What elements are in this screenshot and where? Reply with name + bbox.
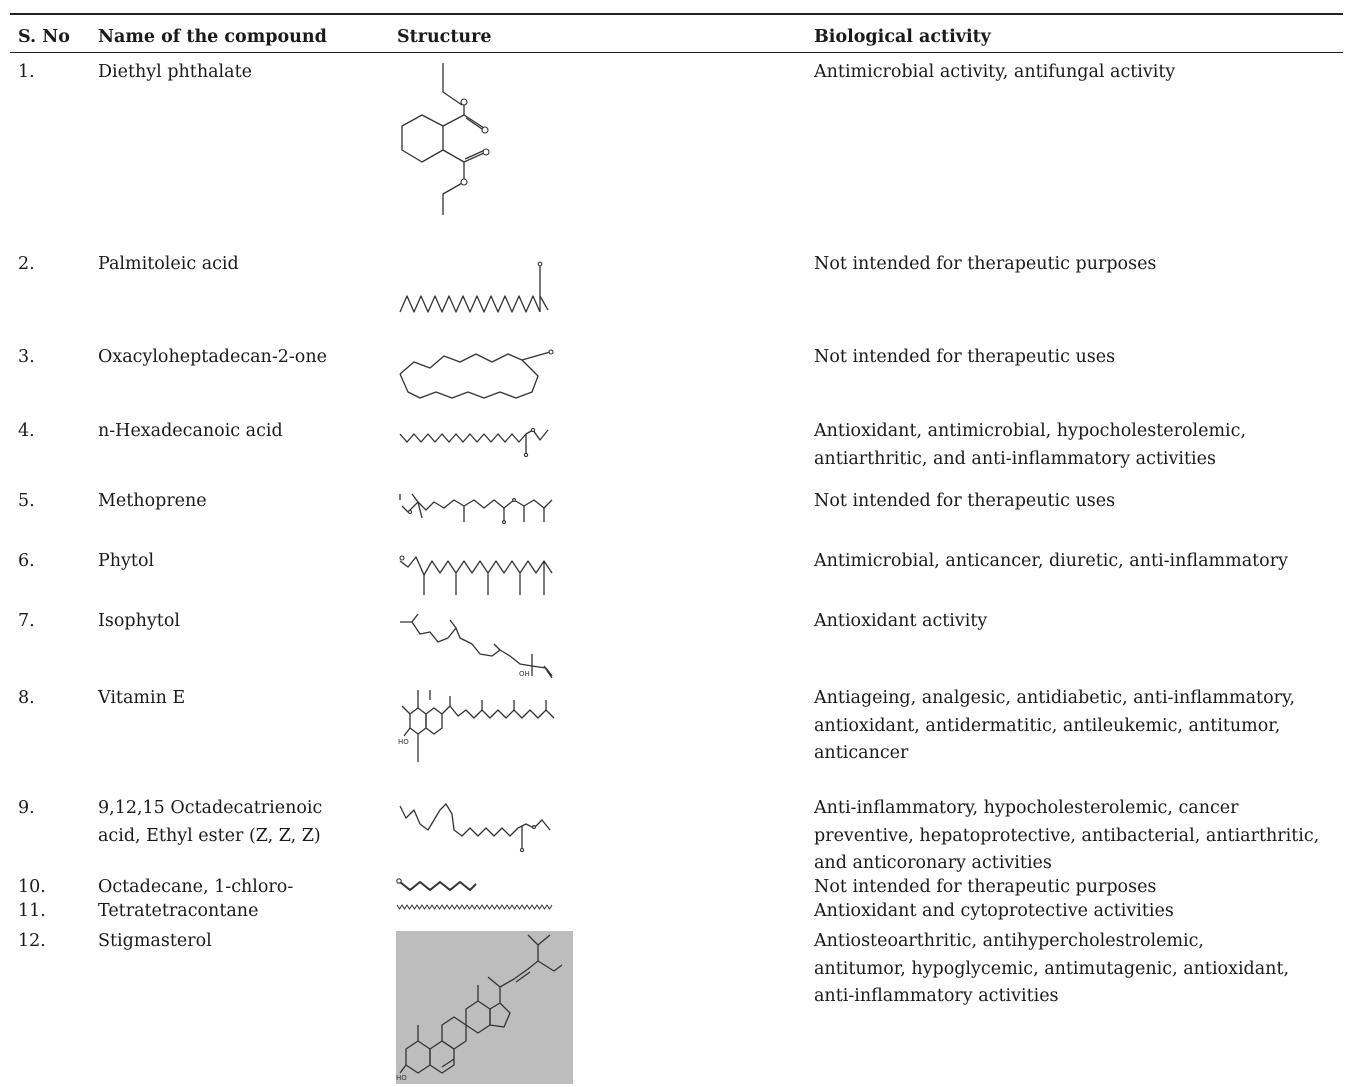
row-5-name: Methoprene — [98, 491, 207, 511]
row-2-activity: Not intended for therapeutic purposes — [814, 254, 1157, 274]
row-7-name: Isophytol — [98, 611, 180, 631]
row-4-name: n-Hexadecanoic acid — [98, 421, 283, 441]
methoprene-structure-icon — [399, 493, 553, 524]
phytol-structure-icon — [399, 555, 553, 595]
row-10-name: Octadecane, 1-chloro- — [98, 877, 294, 897]
row-11-name: Tetratetracontane — [98, 901, 259, 921]
row-12-name: Stigmasterol — [98, 931, 212, 951]
row-1-activity: Antimicrobial activity, antifungal activ… — [814, 62, 1176, 82]
row-9-name: 9,12,15 Octadecatrienoic acid, Ethyl est… — [98, 798, 323, 846]
row-2-name: Palmitoleic acid — [98, 254, 239, 274]
row-6-activity: Antimicrobial, anticancer, diuretic, ant… — [814, 551, 1288, 571]
svg-text:OH: OH — [519, 670, 530, 678]
palmitoleic-acid-structure-icon — [399, 261, 549, 313]
row-9-sno: 9. — [18, 798, 35, 818]
tetratetracontane-structure-icon — [396, 904, 553, 910]
stigmasterol-image-background — [396, 931, 573, 1084]
row-9-activity: Anti-inflammatory, hypocholesterolemic, … — [814, 798, 1320, 873]
header-structure: Structure — [397, 27, 492, 47]
row-6-name: Phytol — [98, 551, 155, 571]
row-3-sno: 3. — [18, 347, 35, 367]
row-4-sno: 4. — [18, 421, 35, 441]
chlorooctadecane-structure-icon — [396, 878, 477, 891]
isophytol-structure-icon: OH — [400, 613, 553, 679]
row-10-sno: 10. — [18, 877, 46, 897]
row-10-activity: Not intended for therapeutic purposes — [814, 877, 1157, 897]
table-top-rule — [10, 13, 1343, 15]
row-12-sno: 12. — [18, 931, 46, 951]
row-5-activity: Not intended for therapeutic uses — [814, 491, 1116, 511]
row-7-activity: Antioxidant activity — [814, 611, 988, 631]
header-sno: S. No — [18, 27, 70, 47]
row-7-sno: 7. — [18, 611, 35, 631]
header-name: Name of the compound — [98, 27, 327, 47]
row-2-sno: 2. — [18, 254, 35, 274]
header-rule — [10, 52, 1343, 53]
row-6-sno: 6. — [18, 551, 35, 571]
row-12-activity: Antiosteoarthritic, antihypercholestrole… — [814, 931, 1290, 1006]
oxacyloheptadecanone-structure-icon — [399, 349, 554, 399]
row-1-sno: 1. — [18, 62, 35, 82]
row-5-sno: 5. — [18, 491, 35, 511]
stigmasterol-structure-icon: HO — [396, 934, 563, 1082]
header-activity: Biological activity — [814, 27, 991, 47]
hexadecanoic-acid-structure-icon — [399, 427, 549, 458]
diethyl-phthalate-structure-icon — [401, 63, 490, 215]
row-4-activity: Antioxidant, antimicrobial, hypocholeste… — [814, 421, 1247, 469]
row-8-name: Vitamin E — [98, 688, 186, 708]
svg-text:HO: HO — [396, 1074, 407, 1082]
row-3-name: Oxacyloheptadecan-2-one — [98, 347, 327, 367]
vitamin-e-structure-icon: HO — [398, 690, 555, 762]
row-8-sno: 8. — [18, 688, 35, 708]
row-1-name: Diethyl phthalate — [98, 62, 252, 82]
row-8-activity: Antiageing, analgesic, antidiabetic, ant… — [814, 688, 1296, 763]
octadecatrienoic-ester-structure-icon — [399, 803, 551, 853]
row-3-activity: Not intended for therapeutic uses — [814, 347, 1116, 367]
row-11-sno: 11. — [18, 901, 46, 921]
svg-text:HO: HO — [398, 738, 409, 746]
row-11-activity: Antioxidant and cytoprotective activitie… — [814, 901, 1174, 921]
